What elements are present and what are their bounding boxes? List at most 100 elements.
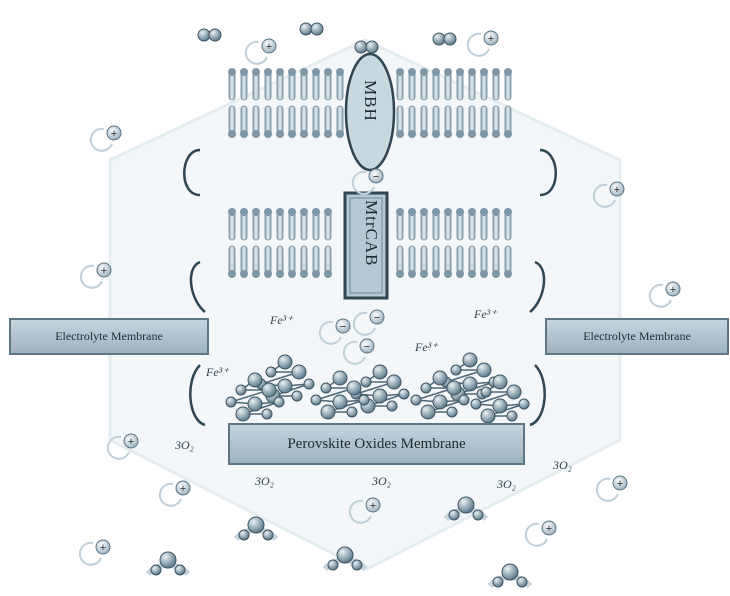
mtrcab-label: MtrCAB <box>362 200 381 267</box>
oxide-cluster <box>310 370 370 420</box>
lipid-molecule <box>336 68 344 138</box>
lipid-molecule <box>492 68 500 138</box>
electron-ion: − <box>342 338 375 365</box>
lipid-molecule <box>288 208 296 278</box>
mbh-protein <box>344 52 396 172</box>
lipid-molecule <box>228 68 236 138</box>
hydrogen-molecules <box>197 22 457 54</box>
lipid-molecule <box>324 68 332 138</box>
h2-molecule <box>354 40 379 54</box>
lipid-molecule <box>468 68 476 138</box>
svg-text:+: + <box>266 41 272 53</box>
electron-ion: − <box>352 309 385 336</box>
lipid-molecule <box>240 68 248 138</box>
proton-ion: + <box>348 497 381 524</box>
water-molecule <box>322 546 368 572</box>
h2-molecule <box>197 28 222 42</box>
water-molecule <box>443 496 489 522</box>
lipid-molecule <box>276 208 284 278</box>
fe3-ion-label: Fe³⁺ <box>415 340 438 354</box>
lipid-molecule <box>288 68 296 138</box>
lipid-molecule <box>264 68 272 138</box>
lipid-molecule <box>468 208 476 278</box>
fe3-ion-label: Fe³⁺ <box>474 307 497 321</box>
lipid-molecule <box>300 68 308 138</box>
svg-text:−: − <box>374 312 380 324</box>
svg-text:+: + <box>488 33 494 45</box>
lipid-molecule <box>432 208 440 278</box>
proton-ion: + <box>158 480 191 507</box>
lipid-molecule <box>312 208 320 278</box>
lipid-molecule <box>312 68 320 138</box>
water-molecule <box>233 516 279 542</box>
lipid-molecule <box>276 68 284 138</box>
lipid-molecule <box>252 68 260 138</box>
svg-text:+: + <box>128 436 134 448</box>
oxide-lattice <box>225 352 530 424</box>
outer-lipid-bilayer <box>228 68 512 138</box>
oxide-cluster <box>470 374 530 424</box>
lipid-molecule <box>408 208 416 278</box>
proton-ion: + <box>524 520 557 547</box>
inner-lipid-bilayer <box>228 208 512 278</box>
electron-ion: − <box>318 318 351 345</box>
oxygen-label: 3O₂ <box>255 474 274 488</box>
lipid-molecule <box>444 68 452 138</box>
electron-ion: − <box>351 168 384 195</box>
proton-ion: + <box>592 181 625 208</box>
lipid-molecule <box>300 208 308 278</box>
oxygen-label: 3O₂ <box>372 474 391 488</box>
lipid-molecule <box>492 208 500 278</box>
svg-text:+: + <box>101 265 107 277</box>
lipid-molecule <box>324 208 332 278</box>
svg-text:+: + <box>180 483 186 495</box>
lipid-molecule <box>396 208 404 278</box>
svg-text:+: + <box>111 128 117 140</box>
svg-text:−: − <box>373 171 379 183</box>
proton-ion: + <box>106 433 139 460</box>
water-molecule <box>145 551 191 577</box>
ions: + + + + + + + + + + + + − − − − <box>78 30 681 566</box>
lipid-molecule <box>504 68 512 138</box>
lipid-molecule <box>480 208 488 278</box>
mbh-label: MBH <box>361 80 380 122</box>
electrolyte-membrane-left: Electrolyte Membrane <box>9 318 209 355</box>
lipid-molecule <box>480 68 488 138</box>
lipid-molecule <box>408 68 416 138</box>
lipid-molecule <box>504 208 512 278</box>
svg-text:+: + <box>546 523 552 535</box>
lipid-molecule <box>252 208 260 278</box>
lipid-molecule <box>396 68 404 138</box>
proton-ion: + <box>79 262 112 289</box>
lipid-molecule <box>432 68 440 138</box>
proton-ion: + <box>466 30 499 57</box>
proton-ion: + <box>595 475 628 502</box>
lipid-molecule <box>264 208 272 278</box>
electrolyte-membrane-right: Electrolyte Membrane <box>545 318 729 355</box>
lipid-molecule <box>420 208 428 278</box>
oxygen-label: 3O₂ <box>553 458 572 472</box>
lipid-molecule <box>444 208 452 278</box>
water-molecules <box>145 496 533 589</box>
perovskite-oxides-membrane: Perovskite Oxides Membrane <box>228 423 525 465</box>
h2-molecule <box>299 22 324 36</box>
oxygen-label: 3O₂ <box>175 438 194 452</box>
fe3-ion-label: Fe³⁺ <box>206 365 229 379</box>
svg-text:+: + <box>617 478 623 490</box>
lipid-molecule <box>228 208 236 278</box>
svg-text:+: + <box>614 184 620 196</box>
oxygen-label: 3O₂ <box>497 477 516 491</box>
svg-text:−: − <box>340 321 346 333</box>
svg-text:+: + <box>100 542 106 554</box>
proton-ion: + <box>244 38 277 65</box>
proton-ion: + <box>648 281 681 308</box>
svg-text:+: + <box>670 284 676 296</box>
svg-text:+: + <box>370 500 376 512</box>
svg-text:−: − <box>364 341 370 353</box>
oxide-cluster <box>410 370 470 420</box>
h2-molecule <box>432 32 457 46</box>
lipid-molecule <box>240 208 248 278</box>
lipid-molecule <box>420 68 428 138</box>
lipid-molecule <box>456 208 464 278</box>
proton-ion: + <box>89 125 122 152</box>
